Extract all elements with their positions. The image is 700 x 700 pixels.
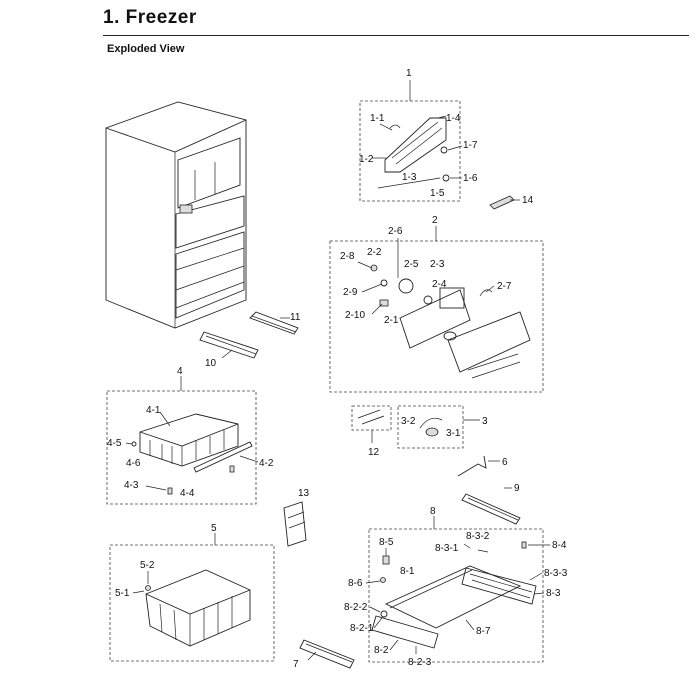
part-5-basket-illustration [145,569,251,647]
label-8-7: 8-7 [476,626,491,637]
label-8-3: 8-3 [546,588,561,599]
label-4-5: 4-5 [107,438,122,449]
label-9: 9 [514,483,520,494]
part-9-illustration [461,493,521,525]
part-14-illustration [489,195,515,210]
label-8-3-1: 8-3-1 [435,543,459,554]
label-2-6: 2-6 [388,226,403,237]
label-1-2: 1-2 [359,154,374,165]
part-13-illustration [283,501,307,547]
label-5-1: 5-1 [115,588,130,599]
label-1-6: 1-6 [463,173,478,184]
label-8-4: 8-4 [552,540,567,551]
label-8-2-3: 8-2-3 [408,657,432,668]
label-8-6: 8-6 [348,578,363,589]
label-2-4: 2-4 [432,279,447,290]
label-4-6: 4-6 [126,458,141,469]
part-11-illustration [249,311,299,335]
label-3-2: 3-2 [401,416,416,427]
label-7: 7 [293,659,299,670]
label-10: 10 [205,358,217,369]
label-4-1: 4-1 [146,405,161,416]
label-8-5: 8-5 [379,537,394,548]
part-4-drawer-illustration [131,413,253,495]
part-8-shelf-illustration [371,541,537,649]
label-5-2: 5-2 [140,560,155,571]
label-11: 11 [290,312,301,323]
part-10-illustration [199,331,259,359]
label-2: 2 [432,215,438,226]
label-13: 13 [298,488,310,499]
label-3-1: 3-1 [446,428,461,439]
label-4-2: 4-2 [259,458,274,469]
label-8-2-1: 8-2-1 [350,623,374,634]
label-2-9: 2-9 [343,287,358,298]
assembly-box-4 [106,390,257,505]
label-8-1: 8-1 [400,566,415,577]
part-6-illustration [457,455,487,477]
label-2-1: 2-1 [384,315,399,326]
label-1-1: 1-1 [370,113,385,124]
label-2-7: 2-7 [497,281,512,292]
part-7-illustration [299,639,355,669]
label-5: 5 [211,523,217,534]
title-rule [103,35,689,36]
label-8-2-2: 8-2-2 [344,602,368,613]
label-6: 6 [502,457,508,468]
label-4-4: 4-4 [180,488,195,499]
section-subtitle: Exploded View [107,43,185,55]
page-title: 1. Freezer [103,7,197,28]
part-2-duct-cover-illustration [370,264,531,379]
assembly-box-12 [351,405,392,431]
label-2-10: 2-10 [345,310,365,321]
label-1-3: 1-3 [402,172,417,183]
assembly-box-8 [368,528,544,663]
label-1: 1 [406,68,412,79]
label-8-2: 8-2 [374,645,389,656]
assembly-box-2 [329,240,544,393]
label-2-2: 2-2 [367,247,382,258]
freezer-cabinet-illustration [105,101,247,329]
assembly-box-5 [109,544,275,662]
label-4-3: 4-3 [124,480,139,491]
label-1-7: 1-7 [463,140,478,151]
label-8-3-3: 8-3-3 [544,568,568,579]
label-2-3: 2-3 [430,259,445,270]
part-3-illustration [419,417,443,437]
label-2-5: 2-5 [404,259,419,270]
assembly-box-3 [397,405,464,449]
label-1-4: 1-4 [446,113,461,124]
label-8: 8 [430,506,436,517]
label-2-8: 2-8 [340,251,355,262]
label-1-5: 1-5 [430,188,445,199]
part-12-illustration [357,409,385,425]
label-14: 14 [522,195,534,206]
part-1-evaporator-illustration [377,117,450,189]
label-8-3-2: 8-3-2 [466,531,490,542]
label-3: 3 [482,416,488,427]
label-12: 12 [368,447,380,458]
label-4: 4 [177,366,183,377]
